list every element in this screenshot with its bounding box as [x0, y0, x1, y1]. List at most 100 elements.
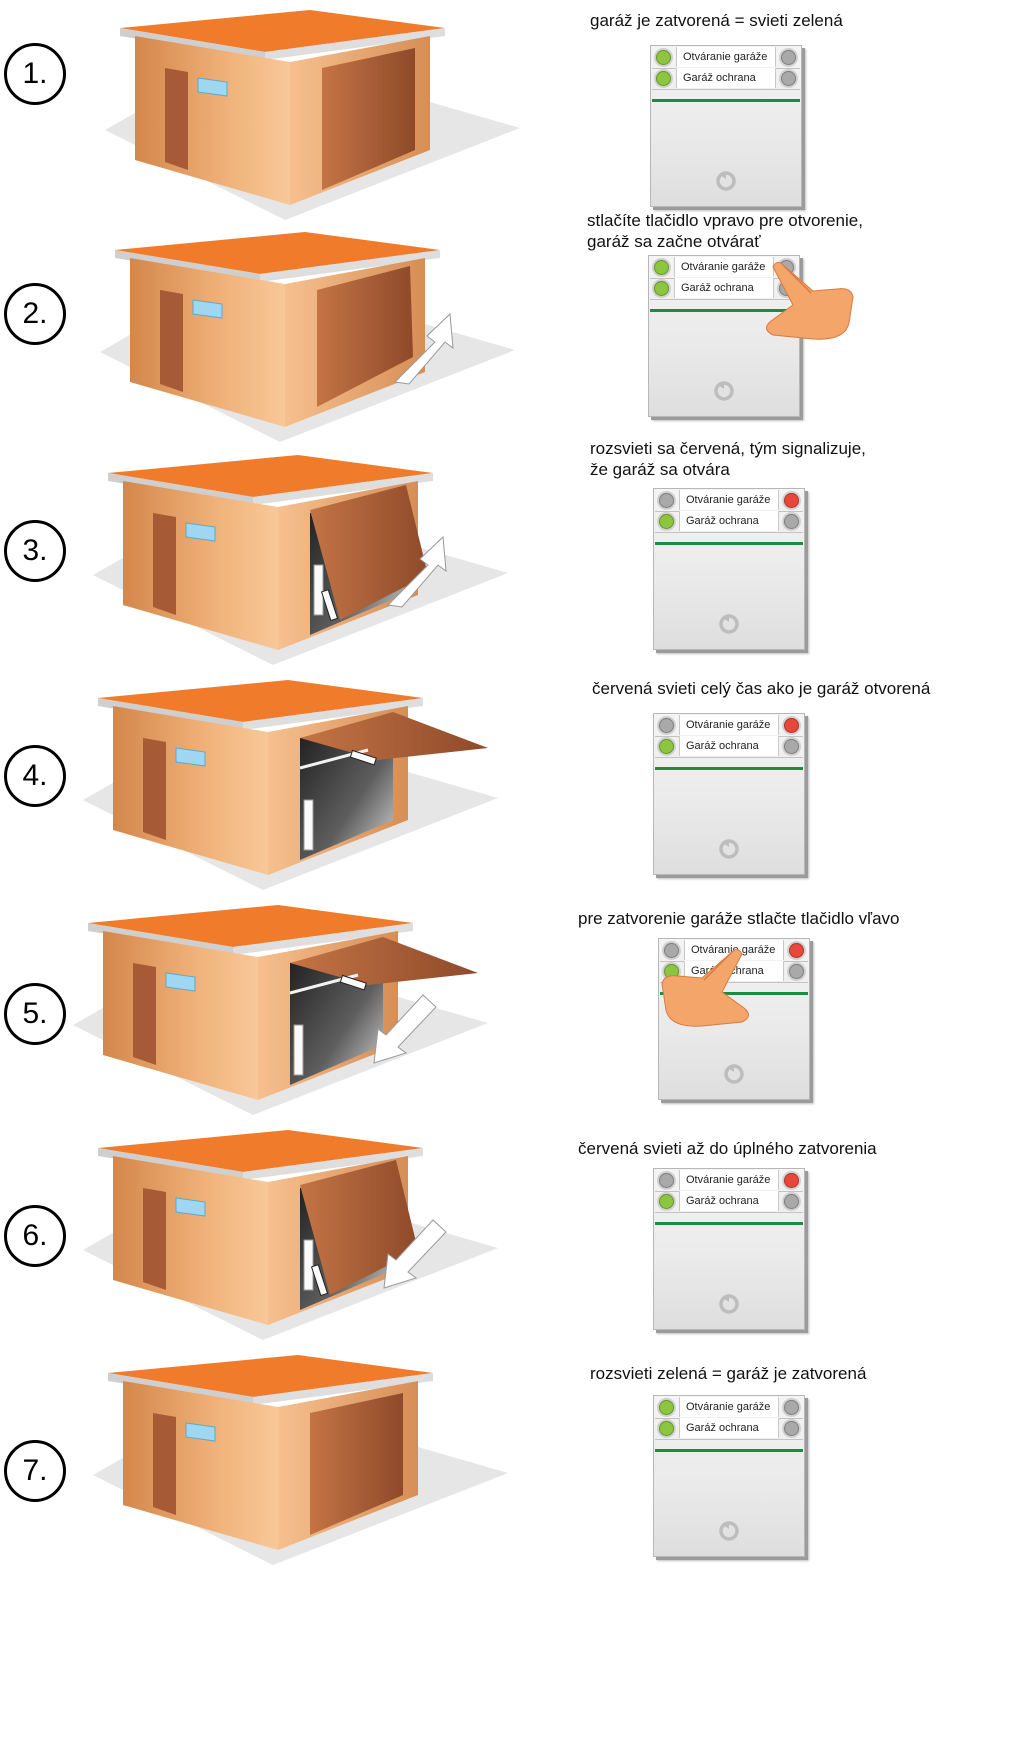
led-opening-left[interactable] [664, 943, 679, 958]
window [185, 522, 216, 542]
led-opening-left[interactable] [656, 50, 671, 65]
step-number-badge: 3. [4, 520, 66, 582]
door-panel [290, 937, 478, 985]
step-caption: rozsvieti sa červená, tým signalizuje,že… [590, 438, 866, 480]
side-door [165, 68, 188, 170]
led-opening-right[interactable] [789, 943, 804, 958]
led-protection-left[interactable] [659, 739, 674, 754]
roof [88, 905, 413, 947]
led-opening-left[interactable] [654, 260, 669, 275]
panel-row-opening: Otváranie garáže [655, 715, 803, 737]
led-protection-right[interactable] [781, 71, 796, 86]
led-opening-right[interactable] [781, 50, 796, 65]
led-protection-right[interactable] [784, 514, 799, 529]
door-panel [310, 1393, 403, 1535]
arrow-down-icon [373, 994, 437, 1064]
step-caption: garáž je zatvorená = svieti zelená [590, 10, 843, 31]
protection-button-label[interactable]: Garáž ochrana [676, 68, 776, 88]
led-opening-right[interactable] [784, 1173, 799, 1188]
opening-button-label[interactable]: Otváranie garáže [679, 490, 779, 510]
garage-door [322, 48, 415, 190]
side-door [160, 290, 183, 392]
step-number: 5. [22, 997, 48, 1030]
front-wall [123, 1381, 278, 1550]
protection-button-label[interactable]: Garáž ochrana [674, 278, 774, 298]
led-protection-right[interactable] [784, 739, 799, 754]
led-protection-right[interactable] [784, 1421, 799, 1436]
motion-arrow-icon [386, 535, 447, 608]
window [175, 747, 206, 767]
led-opening-left[interactable] [659, 493, 674, 508]
step-number: 7. [22, 1454, 48, 1487]
panel-row-protection: Garáž ochrana [655, 511, 803, 533]
step-caption: rozsvieti zelená = garáž je zatvorená [590, 1363, 866, 1384]
door-handle [320, 589, 339, 622]
led-opening-right[interactable] [784, 718, 799, 733]
step-caption: červená svieti celý čas ako je garáž otv… [592, 678, 930, 699]
status-line [655, 1449, 803, 1452]
protection-button-label[interactable]: Garáž ochrana [679, 1191, 779, 1211]
status-line [655, 767, 803, 770]
garage-door [310, 1393, 403, 1535]
door-handle [310, 1264, 329, 1297]
hand-pointer-icon [766, 261, 854, 340]
sensor-post [303, 799, 314, 851]
opening-button-label[interactable]: Otváranie garáže [679, 715, 779, 735]
motion-arrow-icon [383, 1219, 447, 1289]
led-protection-left[interactable] [659, 1194, 674, 1209]
garage-illustration [83, 680, 498, 890]
protection-button-label[interactable]: Garáž ochrana [679, 1418, 779, 1438]
led-opening-right[interactable] [784, 1400, 799, 1415]
control-panel: Otváranie garáže Garáž ochrana [650, 45, 802, 207]
rotate-arrow-icon [714, 381, 734, 401]
caption-line: pre zatvorenie garáže stlačte tlačidlo v… [578, 909, 900, 928]
led-protection-left[interactable] [659, 514, 674, 529]
protection-button-label[interactable]: Garáž ochrana [679, 736, 779, 756]
motion-arrow-icon [393, 312, 454, 385]
front-wall [113, 706, 268, 875]
garage-door [317, 266, 413, 407]
control-panel: Otváranie garáže Garáž ochrana [653, 713, 805, 875]
sensor-post [313, 564, 324, 616]
panel-row-opening: Otváranie garáže [655, 1397, 803, 1419]
arrow-up-icon [386, 535, 447, 608]
status-line [652, 99, 800, 102]
rotate-arrow-icon [716, 171, 736, 191]
led-opening-right[interactable] [784, 493, 799, 508]
panel-row-protection: Garáž ochrana [652, 68, 800, 90]
panel-row-opening: Otváranie garáže [655, 490, 803, 512]
step-number: 1. [22, 57, 48, 90]
opening-button-label[interactable]: Otváranie garáže [679, 1170, 779, 1190]
protection-button-label[interactable]: Garáž ochrana [679, 511, 779, 531]
roof-edge-side [233, 923, 413, 955]
led-protection-left[interactable] [656, 71, 671, 86]
rotate-arrow-icon [719, 614, 739, 634]
led-opening-left[interactable] [659, 1400, 674, 1415]
garage-illustration [93, 455, 508, 665]
step-6: 6. [0, 0, 1024, 1340]
roof [98, 1130, 423, 1172]
status-line [660, 992, 808, 995]
window [175, 1197, 206, 1217]
front-wall [113, 1156, 268, 1325]
led-protection-left[interactable] [659, 1421, 674, 1436]
caption-line: garáž sa začne otvárať [587, 232, 761, 251]
opening-button-label[interactable]: Otváranie garáže [676, 47, 776, 67]
opening-button-label[interactable]: Otváranie garáže [679, 1397, 779, 1417]
led-opening-left[interactable] [659, 718, 674, 733]
led-protection-right[interactable] [789, 964, 804, 979]
door-panel [322, 48, 415, 190]
window [197, 77, 228, 97]
garage-illustration [105, 10, 520, 220]
opening-button-label[interactable]: Otváranie garáže [674, 257, 774, 277]
led-protection-right[interactable] [784, 1194, 799, 1209]
door-panel [310, 485, 428, 620]
caption-line: že garáž sa otvára [590, 460, 730, 479]
side-door [153, 1413, 176, 1515]
step-number-badge: 7. [4, 1440, 66, 1502]
hand-palm [766, 261, 854, 340]
led-protection-left[interactable] [654, 281, 669, 296]
led-opening-left[interactable] [659, 1173, 674, 1188]
roof [108, 1355, 433, 1397]
hand-shape [661, 948, 749, 1027]
